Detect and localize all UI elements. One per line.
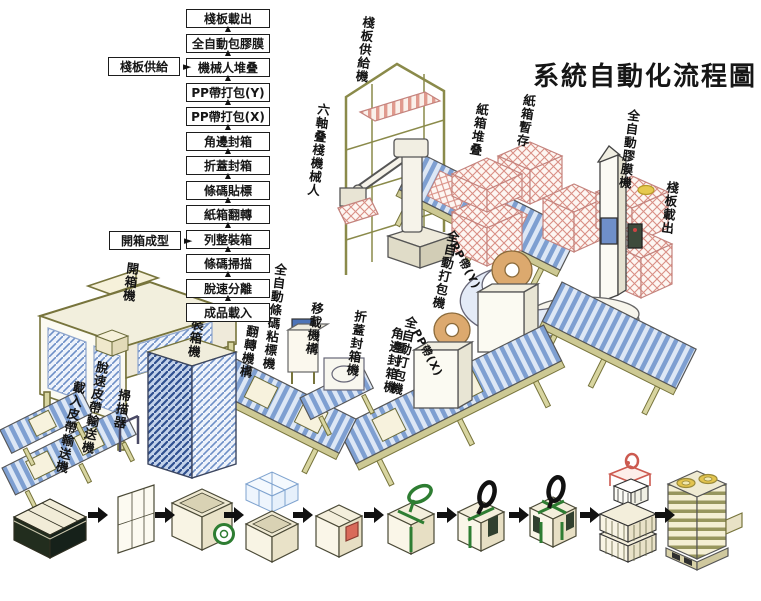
- flow-step-label: 列整裝箱: [203, 232, 252, 247]
- flow-step-label: 全自動包膠膜: [191, 36, 264, 51]
- flow-step: ▲ 全自動包膠膜: [186, 24, 270, 53]
- flow-arrow-icon: [580, 507, 600, 523]
- product-stage-flat-carton-bundle: [12, 498, 88, 559]
- up-arrow-icon: ▲: [224, 146, 232, 155]
- up-arrow-icon: ▲: [224, 293, 232, 302]
- side-input-label: 開箱成型: [109, 231, 181, 250]
- carton-on-table: [94, 329, 130, 357]
- flow-step: ▲ 紙箱翻轉: [186, 196, 270, 224]
- flow-step: ▲ 列整裝箱: [186, 220, 270, 249]
- flow-step: ▲ 角邊封箱: [186, 122, 270, 151]
- product-stage-carton-strapped-x: [456, 480, 506, 552]
- product-stage-carton-strapping: [386, 483, 436, 555]
- flow-step-label: 條碼貼標: [203, 183, 252, 198]
- up-arrow-icon: ▲: [224, 23, 232, 33]
- flow-step: ▲ 脫速分離: [186, 269, 270, 298]
- flow-step: ▲ 條碼掃描: [186, 245, 270, 273]
- up-arrow-icon: ▲: [224, 121, 232, 131]
- up-arrow-icon: ▲: [224, 195, 232, 204]
- flow-arrow-icon: [224, 507, 244, 523]
- flow-step-label: 成品載入: [203, 306, 252, 320]
- product-stage-carton-erected: [170, 488, 235, 551]
- flow-step-label: 脫速分離: [203, 281, 252, 296]
- labeling-machine: [285, 318, 331, 384]
- strapping-machine-x: [411, 312, 475, 410]
- flow-step-label: PP帶打包(Y): [191, 85, 265, 100]
- flow-arrow-icon: [88, 507, 108, 523]
- product-stage-carton-blank: [117, 484, 155, 554]
- flow-arrow-icon: [364, 507, 384, 523]
- flow-step: ▲ 機械人堆叠: [186, 49, 270, 77]
- scanner-frame: [118, 414, 140, 452]
- flow-step: ▲ PP帶打包(X): [186, 98, 270, 126]
- flowchart-steps: ▲ 棧板載出 ▲ 全自動包膠膜 ▲ 機械人堆叠 ▲ PP帶打包(Y) ▲ PP帶…: [186, 9, 270, 322]
- product-stage-carton-strapped-xy: [528, 475, 578, 548]
- flow-arrows: [88, 507, 675, 523]
- side-input: 棧板供給 ►: [108, 57, 191, 76]
- product-stage-wrapped-pallet: [665, 470, 743, 571]
- product-flow-row: [12, 452, 743, 571]
- release-conveyor: [0, 388, 93, 467]
- up-arrow-icon: ▲: [224, 72, 232, 82]
- tape-roll-icon: [213, 523, 235, 545]
- pallet-supply-hopper: [344, 62, 446, 275]
- up-arrow-icon: ▲: [224, 268, 232, 278]
- product-stage-carton-loading: [244, 471, 300, 563]
- page-title: 系統自動化流程圖: [533, 62, 758, 92]
- case-packer-machine: [145, 337, 239, 479]
- flow-step-label: 機械人堆叠: [197, 61, 258, 75]
- up-arrow-icon: ▲: [224, 170, 232, 180]
- flow-arrow-icon: [655, 507, 675, 523]
- flow-arrow-icon: [155, 507, 175, 523]
- flow-step: ▲ 條碼貼標: [186, 171, 270, 200]
- product-stage-robot-palletizing: [598, 452, 658, 563]
- flow-step-label: 棧板載出: [203, 12, 252, 26]
- flow-step-label: 角邊封箱: [203, 134, 252, 149]
- turnover-machine: [323, 357, 365, 391]
- flow-arrow-icon: [509, 507, 529, 523]
- up-arrow-icon: ▲: [224, 244, 232, 253]
- flow-step-label: 紙箱翻轉: [203, 208, 252, 222]
- flow-step-label: 折蓋封箱: [203, 159, 252, 173]
- right-arrow-icon: ►: [184, 234, 193, 247]
- side-input-label: 棧板供給: [108, 57, 180, 76]
- right-arrow-icon: ►: [183, 60, 192, 73]
- flow-step: ▲ 棧板載出: [186, 9, 270, 28]
- palletizing-robot: [337, 138, 455, 269]
- flow-step-label: 條碼掃描: [203, 257, 252, 271]
- flow-step-label: PP帶打包(X): [191, 110, 265, 124]
- flow-step: ▲ 折蓋封箱: [186, 147, 270, 175]
- flow-arrow-icon: [293, 507, 313, 523]
- flow-arrow-icon: [437, 507, 457, 523]
- up-arrow-icon: ▲: [224, 97, 232, 106]
- product-stage-carton-labeled: [314, 504, 364, 558]
- up-arrow-icon: ▲: [224, 219, 232, 229]
- up-arrow-icon: ▲: [224, 48, 232, 57]
- flow-step: ▲ 成品載入: [186, 294, 270, 322]
- side-input: 開箱成型 ►: [109, 231, 192, 250]
- flow-step: ▲ PP帶打包(Y): [186, 73, 270, 102]
